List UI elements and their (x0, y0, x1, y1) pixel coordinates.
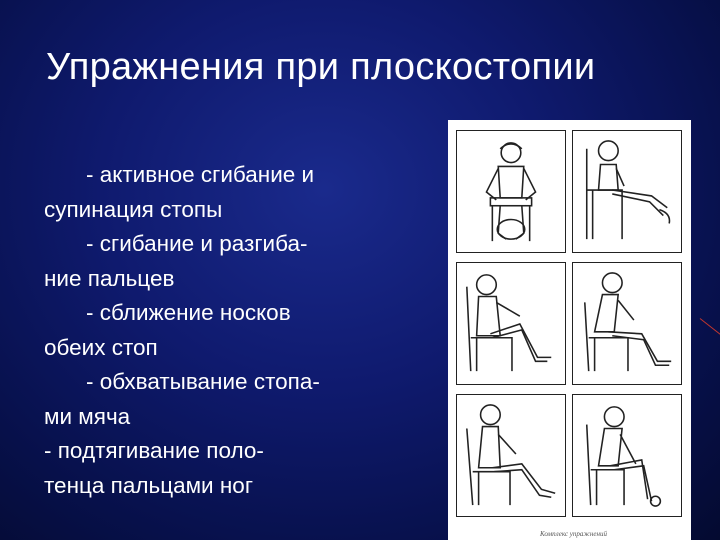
decorative-line (699, 318, 720, 338)
exercise-line: - сгибание и разгиба- (86, 231, 308, 256)
exercise-panel-2 (572, 130, 682, 253)
exercise-panel-4 (572, 262, 682, 385)
seated-child-ball-icon (466, 404, 556, 506)
seated-child-toes-icon (583, 272, 672, 372)
exercise-panel-1 (456, 130, 566, 253)
exercise-line: супинация стопы (44, 196, 223, 222)
seated-child-side-icon (585, 140, 671, 240)
seated-child-knees-icon (466, 274, 552, 372)
exercise-illustration: Комплекс упражнений (448, 120, 691, 540)
slide-title: Упражнения при плоскостопии (46, 46, 596, 88)
seated-child-towel-icon (585, 406, 662, 507)
exercise-line: обеих стоп (44, 334, 158, 360)
exercise-line: ние пальцев (44, 265, 175, 291)
seated-child-front-icon (485, 142, 537, 242)
exercise-line: - подтягивание поло- (44, 438, 264, 463)
exercise-line: тенца пальцами ног (44, 472, 254, 498)
exercise-panel-6 (572, 394, 682, 517)
exercise-panel-3 (456, 262, 566, 385)
exercise-line: - сближение носков (86, 300, 291, 325)
exercise-line: ми мяча (44, 403, 131, 429)
exercise-panel-5 (456, 394, 566, 517)
figure-caption: Комплекс упражнений (540, 530, 607, 538)
exercise-line: - обхватывание стопа- (86, 369, 320, 394)
exercise-list: - активное сгибание и супинация стопы - … (44, 158, 404, 503)
exercise-line: - активное сгибание и (86, 162, 315, 187)
